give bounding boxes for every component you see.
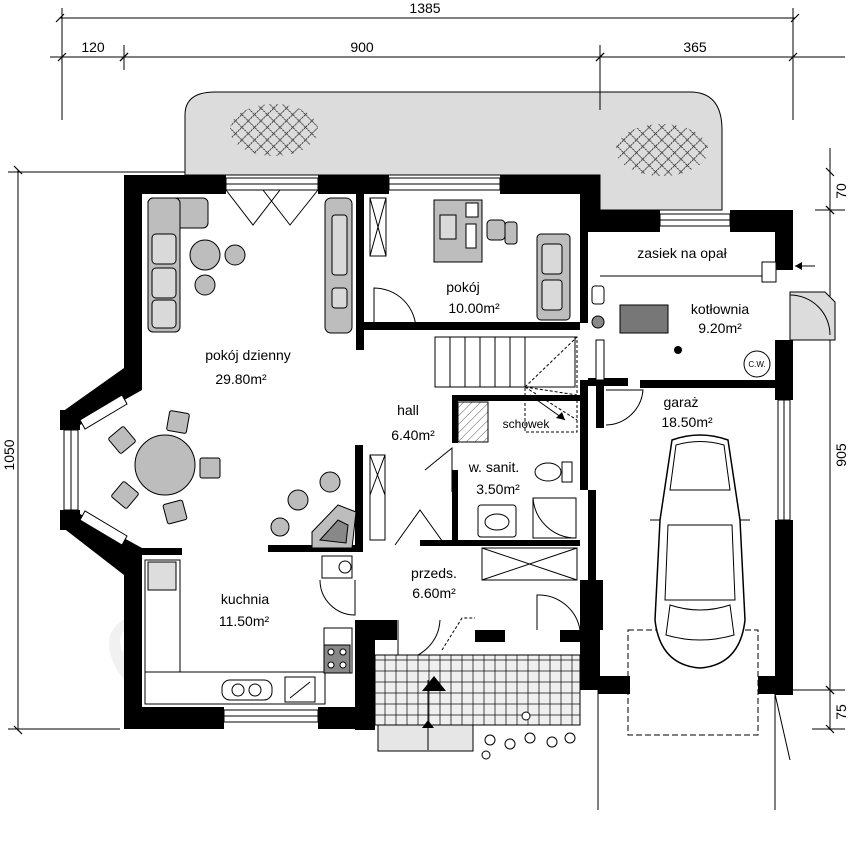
dim-top-offset: 70 <box>833 183 849 199</box>
doors <box>225 189 836 661</box>
bathroom-area: 3.50m² <box>476 481 520 497</box>
flower-bed <box>481 711 576 760</box>
dining-table <box>134 434 196 496</box>
dim-total-width: 1385 <box>409 0 440 16</box>
bathroom-fixtures <box>477 461 577 539</box>
hot-water-tank <box>743 350 771 378</box>
shower <box>532 497 577 539</box>
floor-area <box>68 178 788 725</box>
bathroom-name: w. sanit. <box>468 459 520 475</box>
air-intake-arrow-icon <box>795 262 802 270</box>
storage-name: schowek <box>503 417 551 431</box>
kitchen-area: 11.50m² <box>219 613 270 629</box>
dim-total-depth: 1050 <box>1 439 17 470</box>
garage-area: 18.50m² <box>661 414 713 430</box>
vestibule-name: przeds. <box>411 565 457 581</box>
boiler-room-name: kotłownia <box>691 301 750 317</box>
vestibule-area: 6.60m² <box>412 585 456 601</box>
garage <box>597 434 791 810</box>
kitchen-name: kuchnia <box>221 591 269 607</box>
room-labels: pokój dzienny 29.80m² pokój 10.00m² zasi… <box>205 245 749 629</box>
dim-main-width: 900 <box>350 39 374 55</box>
dim-left-offset: 120 <box>81 39 105 55</box>
coffee-table <box>189 239 221 271</box>
living-room-name: pokój dzienny <box>205 347 291 363</box>
hall-furniture <box>369 401 578 581</box>
plant-bed-right <box>616 124 708 176</box>
fuel-storage-name: zasiek na opał <box>637 245 727 261</box>
boiler <box>619 304 669 334</box>
kitchen-sink <box>221 679 273 701</box>
hall-area: 6.40m² <box>391 427 435 443</box>
stove <box>323 644 351 674</box>
entrance-arrow-icon <box>422 676 446 691</box>
hall-name: hall <box>397 402 419 418</box>
dimension-lines: 1385 120 900 365 1050 70 905 75 <box>1 0 849 735</box>
windows <box>63 177 791 723</box>
hot-water-label: C.W. <box>748 360 765 369</box>
toilet <box>534 462 562 482</box>
dim-garage-depth: 905 <box>833 443 849 467</box>
storage-closet <box>457 401 489 443</box>
kitchen-furniture <box>144 555 353 705</box>
room-name: pokój <box>446 279 479 295</box>
boiler-room-area: 9.20m² <box>698 320 742 336</box>
terrace <box>184 91 723 211</box>
room-furniture <box>369 197 571 321</box>
dim-bottom-offset: 75 <box>833 704 849 720</box>
entrance-porch <box>374 654 581 760</box>
boiler-room-fixtures: C.W. <box>591 261 815 381</box>
living-room-area: 29.80m² <box>215 371 267 387</box>
living-room-furniture <box>108 197 357 549</box>
dim-garage-width: 365 <box>683 39 707 55</box>
plant-bed-left <box>230 104 318 156</box>
room-area: 10.00m² <box>448 300 500 316</box>
staircase <box>434 336 578 433</box>
garage-name: garaż <box>663 394 698 410</box>
